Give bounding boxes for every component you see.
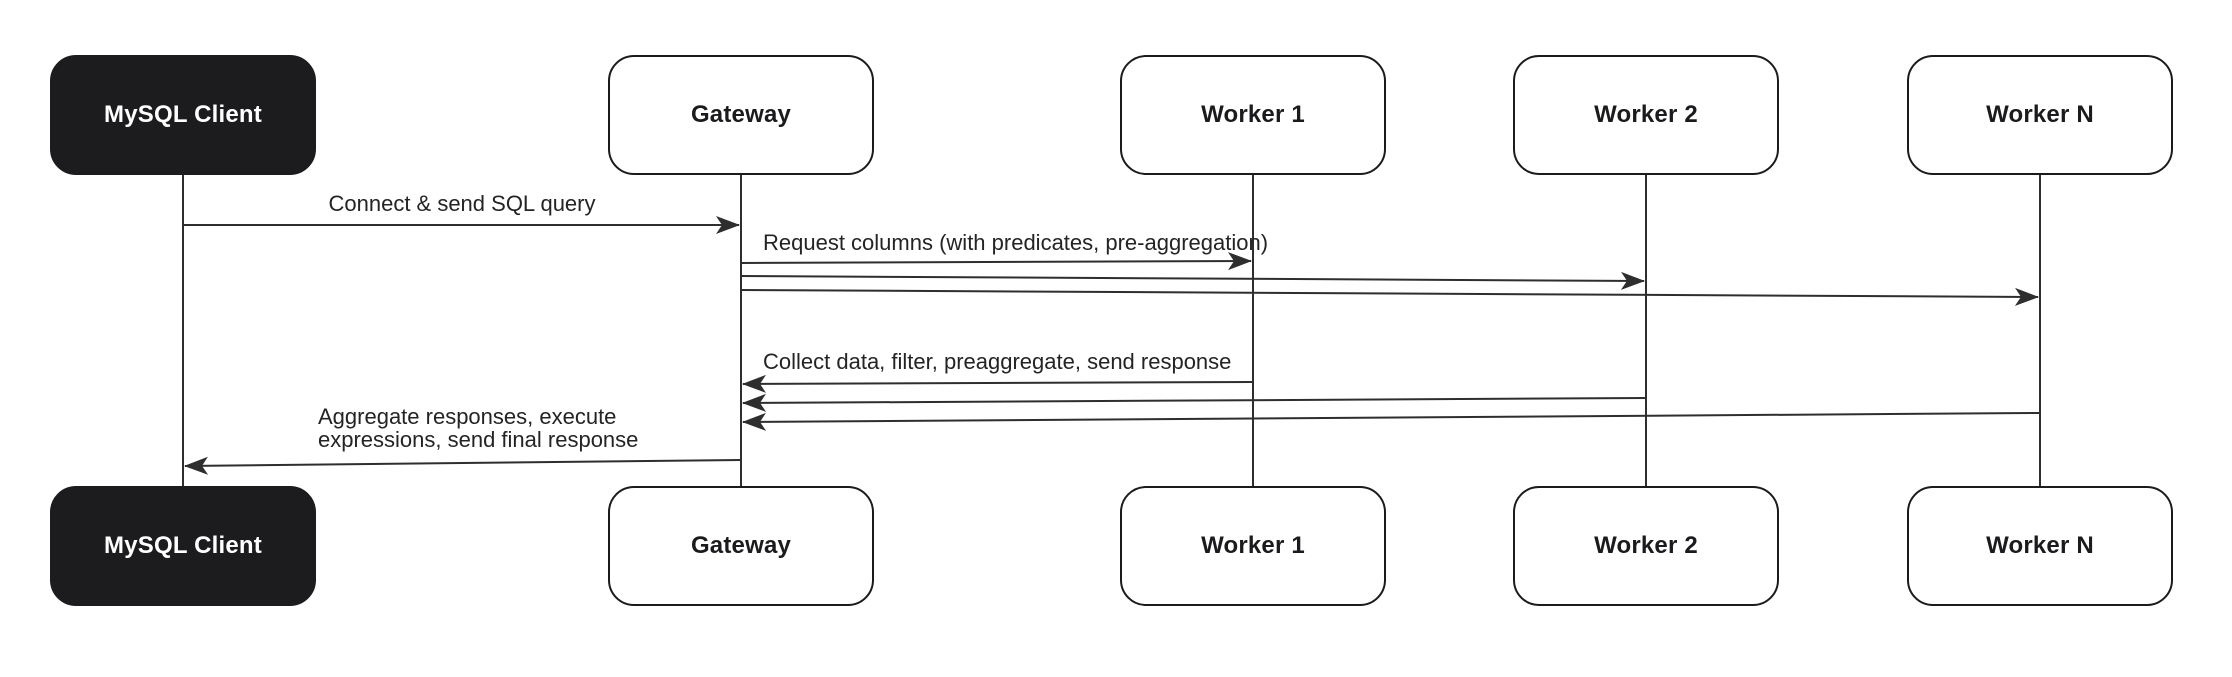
arrow-request-to-worker-2 xyxy=(740,271,1645,290)
actor-label: Worker N xyxy=(1986,101,2094,128)
actor-label: Worker 1 xyxy=(1201,532,1305,559)
actor-box-mysql-client-bottom: MySQL Client xyxy=(50,486,316,606)
message-label-request: Request columns (with predicates, pre-ag… xyxy=(763,230,1269,255)
actor-box-worker-2-bottom: Worker 2 xyxy=(1513,486,1779,606)
actor-box-gateway-bottom: Gateway xyxy=(608,486,874,606)
arrow-response-from-worker-1 xyxy=(742,374,1254,393)
message-label-connect: Connect & send SQL query xyxy=(328,191,596,216)
actor-label: Worker 2 xyxy=(1594,532,1698,559)
arrow-response-from-worker-2 xyxy=(742,393,1647,412)
actor-box-worker-1-top: Worker 1 xyxy=(1120,55,1386,175)
actor-box-worker-n-bottom: Worker N xyxy=(1907,486,2173,606)
arrow-request-to-worker-1 xyxy=(740,252,1252,271)
actor-label: MySQL Client xyxy=(104,532,262,559)
arrow-request-to-worker-n xyxy=(740,287,2039,306)
actor-label: Gateway xyxy=(690,532,792,559)
actor-box-worker-1-bottom: Worker 1 xyxy=(1120,486,1386,606)
actor-label: Worker N xyxy=(1986,532,2094,559)
actor-label: MySQL Client xyxy=(104,101,262,128)
actor-label: Gateway xyxy=(690,101,792,128)
actor-box-worker-2-top: Worker 2 xyxy=(1513,55,1779,175)
actor-label: Worker 2 xyxy=(1594,101,1698,128)
message-label-collect: Collect data, filter, preaggregate, send… xyxy=(763,349,1232,374)
actor-box-gateway-top: Gateway xyxy=(608,55,874,175)
arrow-final-response-to-client xyxy=(184,456,742,475)
message-label-aggregate: Aggregate responses, execute expressions… xyxy=(318,404,639,452)
arrow-response-from-worker-n xyxy=(742,412,2041,431)
actor-box-worker-n-top: Worker N xyxy=(1907,55,2173,175)
actor-box-mysql-client-top: MySQL Client xyxy=(50,55,316,175)
actor-label: Worker 1 xyxy=(1201,101,1305,128)
